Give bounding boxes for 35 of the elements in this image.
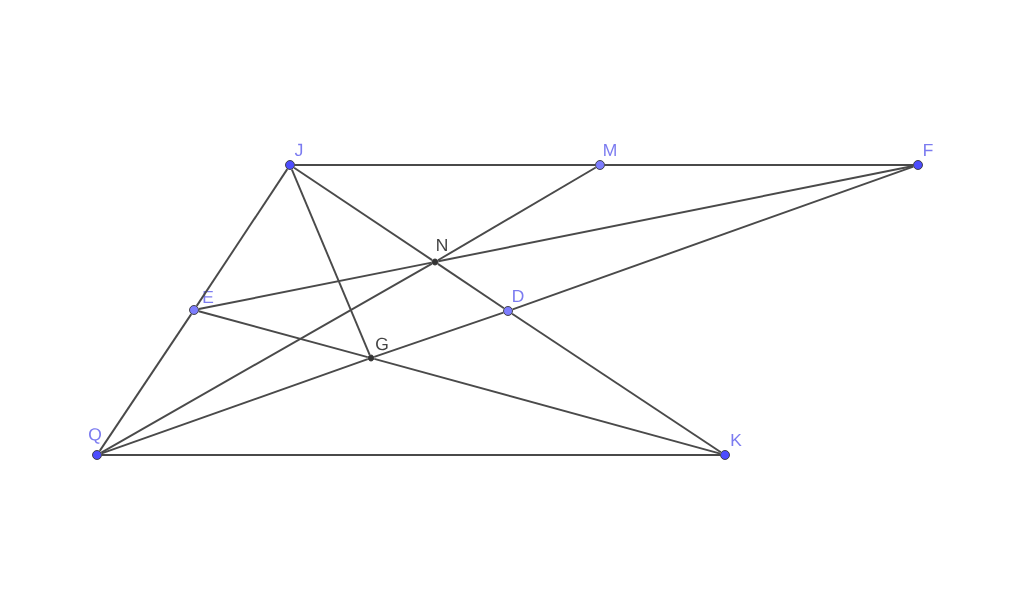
point-label: K <box>731 433 742 447</box>
point <box>503 306 513 316</box>
line-segment <box>98 313 193 452</box>
point <box>913 160 923 170</box>
line-segment <box>437 165 915 263</box>
point <box>720 450 730 460</box>
point <box>431 258 439 266</box>
line-segment <box>101 454 722 456</box>
line-segment <box>100 358 369 455</box>
line-segment <box>511 165 915 311</box>
line-segment <box>603 164 915 166</box>
point <box>367 354 375 362</box>
line-segment <box>511 312 722 454</box>
line-segment <box>293 166 434 262</box>
line-segment <box>195 168 289 307</box>
point-label: D <box>513 289 524 303</box>
line-segment <box>197 310 369 359</box>
line-segment <box>197 261 433 310</box>
point-label: G <box>376 337 388 351</box>
line-segment <box>436 262 505 310</box>
point-label: N <box>437 238 447 252</box>
line-segment <box>373 357 722 455</box>
point <box>285 160 295 170</box>
line-segment <box>100 262 433 454</box>
point <box>595 160 605 170</box>
point-label: F <box>924 143 933 157</box>
line-segment <box>293 164 597 166</box>
line-segment <box>373 311 505 358</box>
line-segment <box>437 166 597 262</box>
point-label: Q <box>89 428 101 444</box>
point <box>189 305 199 315</box>
point <box>92 450 102 460</box>
point-label: J <box>294 143 303 157</box>
point-label: M <box>604 143 616 157</box>
line-segment <box>290 168 371 356</box>
